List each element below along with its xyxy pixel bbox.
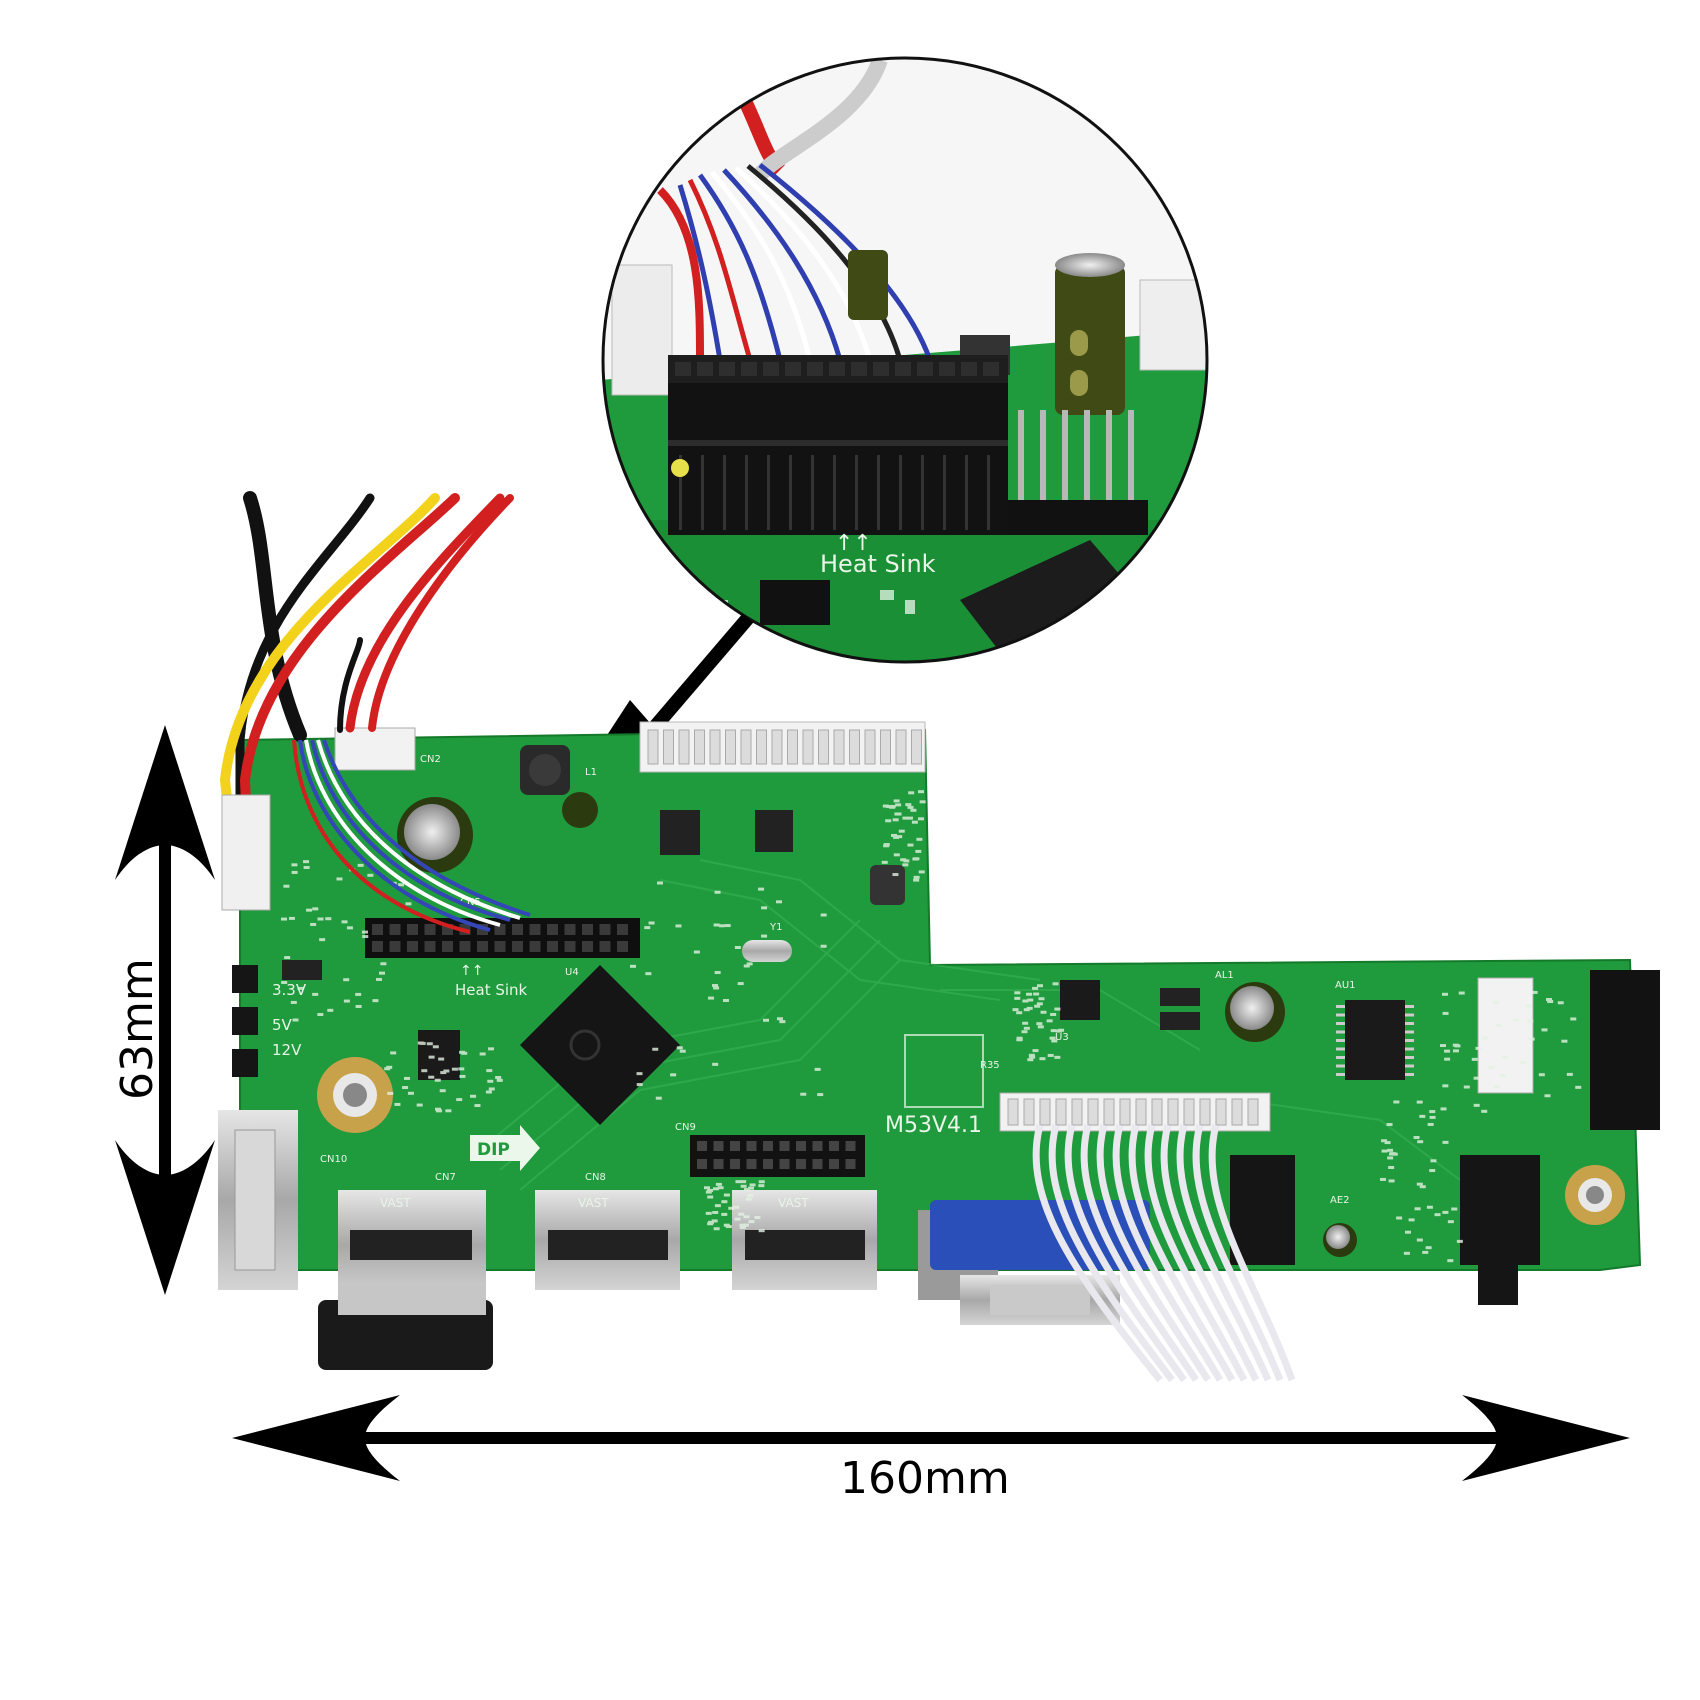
width-dimension-label: 160mm	[840, 1453, 1010, 1504]
lvds-twisted-wires	[292, 739, 531, 934]
silkscreen-ref-label: R35	[980, 1060, 1000, 1071]
zoom-inset: Heat Sink ↑↑	[601, 56, 1209, 664]
dip-label-text: DIP	[477, 1140, 510, 1160]
hdmi-brand: VAST	[778, 1196, 809, 1210]
hdmi-port-cn9: VAST	[732, 1190, 877, 1290]
hdmi-port-bottom	[318, 1300, 493, 1370]
silkscreen-ref-label: U3	[1055, 1032, 1069, 1043]
lvds-header	[365, 918, 640, 958]
heat-sink-label: Heat Sink	[455, 981, 528, 999]
mounting-hole-left	[317, 1057, 393, 1133]
silkscreen-ref-label: CN10	[320, 1154, 347, 1165]
silkscreen-ref-label: CN8	[585, 1172, 606, 1183]
hdmi-brand: VAST	[380, 1196, 411, 1210]
silkscreen-ref-label: AU1	[1335, 980, 1356, 991]
hdmi-port-cn8: VAST	[535, 1190, 680, 1290]
pin-header-cn9	[690, 1135, 865, 1177]
model-label: M53V4.1	[885, 1113, 982, 1138]
top-white-connector	[639, 721, 926, 773]
twisted-wire-bundle	[677, 163, 933, 361]
height-dimension-arrow	[115, 725, 215, 1295]
capacitor-small	[1323, 1223, 1357, 1257]
hdmi-brand: VAST	[578, 1196, 609, 1210]
silkscreen-ref-label: CN7	[435, 1172, 456, 1183]
audio-jack-right	[1460, 1155, 1540, 1265]
small-white-connector	[1477, 977, 1534, 1094]
silkscreen-ref-label: CN9	[675, 1122, 696, 1133]
lvds-ribbon-connector	[999, 1092, 1271, 1132]
silkscreen-ref-label: Y1	[769, 922, 782, 933]
capacitor-inset-right	[1055, 253, 1125, 415]
silkscreen-ref-label: CN5	[460, 897, 481, 908]
rail-label-3v3: 3.3V	[272, 981, 307, 999]
silkscreen-ref-label: AE2	[1330, 1195, 1350, 1206]
controller-board: VAST VAST VAST M53V4.1 DIP Heat Sink ↑↑ …	[218, 721, 1660, 1370]
width-dimension-arrow	[232, 1395, 1630, 1481]
keypad-connector	[1590, 970, 1660, 1130]
inset-heat-sink-label: Heat Sink	[820, 550, 936, 578]
dip-label: DIP	[470, 1125, 540, 1171]
rail-label-5v: 5V	[272, 1016, 293, 1034]
silkscreen-ref-label: AL1	[1215, 970, 1234, 981]
capacitor-main	[397, 797, 473, 873]
inset-heat-sink-arrow: ↑↑	[835, 531, 872, 556]
silkscreen-ref-label: U4	[565, 967, 579, 978]
power-connector	[334, 727, 416, 771]
silkscreen-ref-label: CN2	[420, 754, 441, 765]
audio-jack-left	[1230, 1155, 1295, 1265]
inset-pin-row	[1018, 410, 1134, 505]
crystal-oscillator	[742, 940, 792, 962]
audio-chip	[1345, 1000, 1405, 1080]
lvds-ribbon-cable	[1032, 1124, 1296, 1383]
power-cable	[219, 491, 514, 905]
mounting-hole-right	[1565, 1165, 1625, 1225]
usb-port	[218, 1110, 298, 1290]
height-dimension-label: 63mm	[112, 958, 163, 1100]
heat-sink-arrow: ↑↑	[460, 963, 483, 979]
inset-lvds-header	[668, 355, 1008, 535]
capacitor-right	[1225, 982, 1285, 1042]
hdmi-port-cn7: VAST	[338, 1190, 486, 1300]
silkscreen-ref-label: L1	[585, 767, 597, 778]
wire-connector-left	[221, 794, 271, 911]
rail-label-12v: 12V	[272, 1041, 302, 1059]
inset-header-pins	[675, 362, 999, 530]
